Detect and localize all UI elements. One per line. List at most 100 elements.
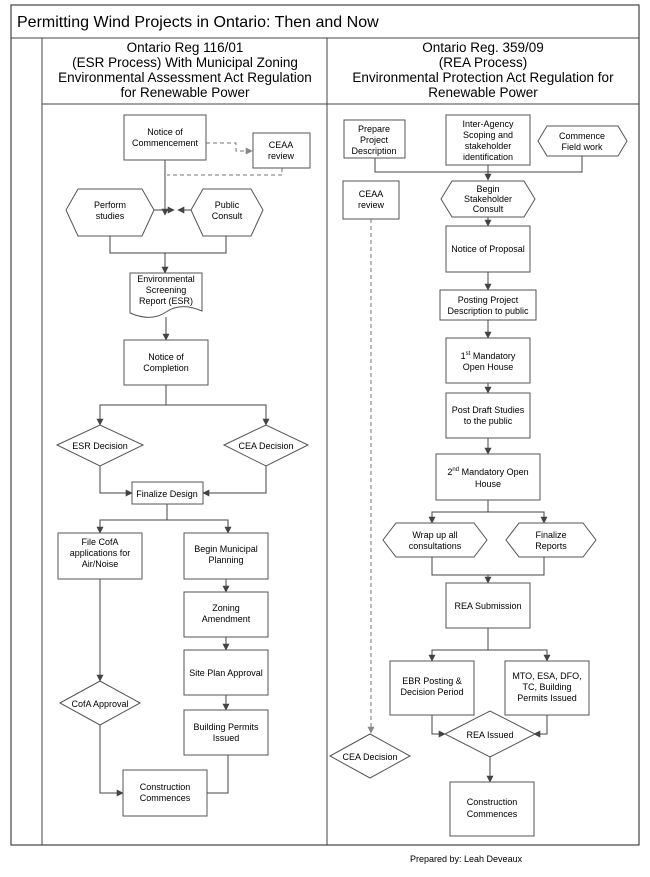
node-construction-right: Construction Commences bbox=[449, 781, 535, 837]
node-mto-esa-permits: MTO, ESA, DFO, TC, Building Permits Issu… bbox=[504, 660, 590, 716]
node-ebr-posting: EBR Posting & Decision Period bbox=[389, 660, 475, 716]
node-begin-municipal-planning: Begin Municipal Planning bbox=[183, 532, 269, 580]
node-label: 2nd Mandatory Open bbox=[447, 467, 528, 477]
left-header-line: Environmental Assessment Act Regulation bbox=[58, 70, 312, 85]
node-label: Completion bbox=[143, 363, 189, 373]
node-site-plan-approval: Site Plan Approval bbox=[183, 649, 269, 696]
node-label: Building Permits bbox=[193, 722, 259, 732]
node-label: File CofA bbox=[81, 537, 118, 547]
node-label: Perform bbox=[94, 200, 126, 210]
node-label: Description to public bbox=[447, 306, 529, 316]
node-label: to the public bbox=[464, 416, 513, 426]
node-label: applications for bbox=[70, 548, 131, 558]
node-label: Consult bbox=[473, 204, 504, 214]
right-header-line: (REA Process) bbox=[439, 55, 528, 70]
node-label: Project bbox=[360, 135, 389, 145]
node-label: REA Submission bbox=[454, 601, 521, 611]
node-label: Open House bbox=[463, 362, 514, 372]
node-label: Inter-Agency bbox=[462, 119, 514, 129]
node-label: CEA Decision bbox=[342, 752, 397, 762]
node-label: Zoning bbox=[212, 603, 240, 613]
node-label: Notice of bbox=[147, 127, 183, 137]
node-label: Stakeholder bbox=[464, 194, 512, 204]
node-finalize-design: Finalize Design bbox=[131, 481, 204, 505]
left-header-line: for Renewable Power bbox=[120, 85, 250, 100]
node-label: Commences bbox=[467, 809, 518, 819]
node-label: TC, Building bbox=[522, 682, 571, 692]
ordinal-number: 2 bbox=[447, 467, 452, 477]
node-label: Construction bbox=[140, 782, 191, 792]
node-label: Screening bbox=[146, 285, 187, 295]
node-label: Decision Period bbox=[400, 687, 463, 697]
node-label: 1st Mandatory bbox=[461, 351, 516, 361]
label-text: Mandatory bbox=[470, 351, 516, 361]
node-cea-decision-left: CEA Decision bbox=[222, 424, 310, 467]
left-header: Ontario Reg 116/01 (ESR Process) With Mu… bbox=[58, 40, 312, 100]
node-label: stakeholder bbox=[465, 141, 512, 151]
ordinal-suffix: st bbox=[466, 351, 471, 357]
node-commence-field-work: Commence Field work bbox=[537, 125, 628, 157]
node-label: Planning bbox=[208, 555, 243, 565]
node-label: Reports bbox=[535, 541, 567, 551]
node-label: studies bbox=[96, 211, 125, 221]
node-label: Amendment bbox=[202, 614, 251, 624]
node-label: review bbox=[268, 151, 295, 161]
node-label: Begin Municipal bbox=[194, 544, 258, 554]
node-label: identification bbox=[463, 152, 513, 162]
node-label: Finalize Design bbox=[136, 489, 198, 499]
node-label: Field work bbox=[561, 142, 603, 152]
footer-credit: Prepared by: Leah Deveaux bbox=[410, 854, 523, 864]
page-title: Permitting Wind Projects in Ontario: The… bbox=[17, 14, 379, 31]
node-begin-stakeholder-consult: Begin Stakeholder Consult bbox=[440, 180, 536, 218]
node-post-draft-studies: Post Draft Studies to the public bbox=[445, 392, 531, 439]
right-header-line: Ontario Reg. 359/09 bbox=[422, 40, 544, 55]
node-label: Commences bbox=[140, 793, 191, 803]
node-label: Issued bbox=[213, 733, 240, 743]
node-ceaa-review-right: CEAA review bbox=[342, 180, 400, 220]
node-label: CEAA bbox=[269, 140, 294, 150]
node-zoning-amendment: Zoning Amendment bbox=[183, 591, 269, 638]
node-rea-submission: REA Submission bbox=[445, 582, 531, 629]
node-label: Site Plan Approval bbox=[189, 668, 263, 678]
node-label: Commence bbox=[559, 131, 605, 141]
node-label: review bbox=[358, 200, 385, 210]
node-label: Begin bbox=[476, 184, 499, 194]
node-label: CofA Approval bbox=[71, 699, 128, 709]
node-notice-of-commencement: Notice of Commencement bbox=[123, 114, 207, 161]
node-label: CEA Decision bbox=[238, 441, 293, 451]
node-rea-issued: REA Issued bbox=[443, 710, 537, 758]
left-header-line: (ESR Process) With Municipal Zoning bbox=[72, 55, 298, 70]
node-label: House bbox=[475, 479, 501, 489]
node-label: Finalize bbox=[535, 530, 566, 540]
node-label: Environmental bbox=[137, 274, 195, 284]
node-label: REA Issued bbox=[466, 730, 513, 740]
node-posting-project-description: Posting Project Description to public bbox=[439, 289, 537, 321]
node-label: Prepare bbox=[358, 124, 390, 134]
node-label: Notice of Proposal bbox=[451, 244, 525, 254]
left-header-line: Ontario Reg 116/01 bbox=[127, 40, 244, 55]
node-label: EBR Posting & bbox=[402, 676, 462, 686]
left-connectors bbox=[96, 142, 283, 797]
right-header: Ontario Reg. 359/09 (REA Process) Enviro… bbox=[352, 40, 614, 100]
node-label: Description bbox=[351, 146, 396, 156]
outer-frame bbox=[10, 4, 640, 846]
node-label: Consult bbox=[212, 211, 243, 221]
node-label: Notice of bbox=[148, 352, 184, 362]
right-header-line: Environmental Protection Act Regulation … bbox=[352, 70, 614, 85]
node-label: MTO, ESA, DFO, bbox=[512, 671, 581, 681]
node-notice-of-proposal: Notice of Proposal bbox=[445, 225, 531, 273]
right-header-line: Renewable Power bbox=[428, 85, 538, 100]
right-connectors bbox=[367, 156, 583, 783]
node-label: Commencement bbox=[132, 138, 199, 148]
node-label: Wrap up all bbox=[412, 530, 457, 540]
node-label: consultations bbox=[409, 541, 462, 551]
node-label: Construction bbox=[467, 797, 518, 807]
node-notice-of-completion: Notice of Completion bbox=[123, 339, 209, 386]
node-ceaa-review-left: CEAA review bbox=[252, 132, 311, 169]
node-esr-decision: ESR Decision bbox=[55, 424, 145, 467]
node-construction-left: Construction Commences bbox=[122, 769, 208, 817]
node-label: Public bbox=[215, 200, 240, 210]
node-first-open-house: 1st Mandatory Open House bbox=[445, 337, 531, 384]
ordinal-number: 1 bbox=[461, 351, 466, 361]
